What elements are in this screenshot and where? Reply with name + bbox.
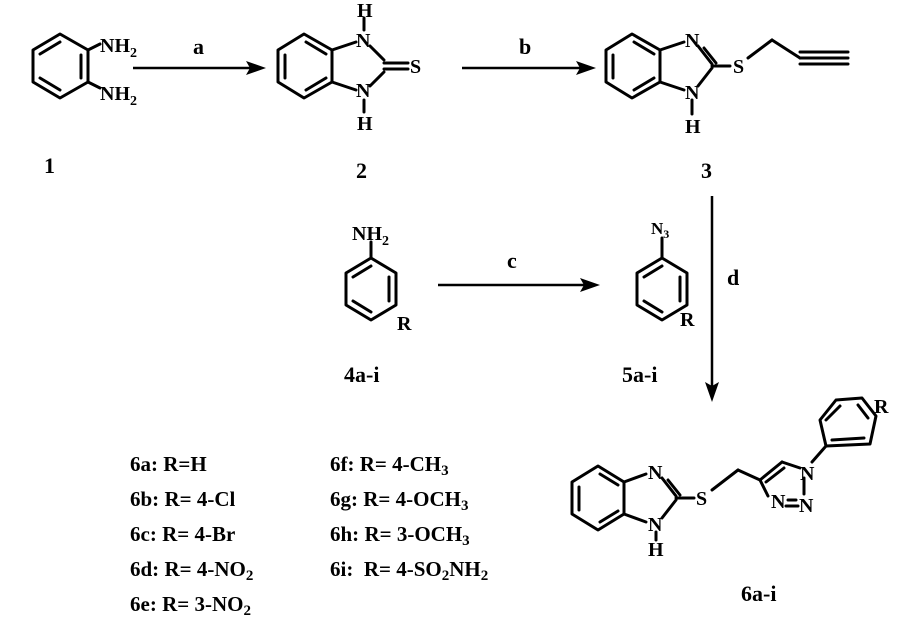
atom-n: N xyxy=(685,82,700,104)
substituent-r: R xyxy=(680,309,695,331)
substituent-r: R xyxy=(397,313,412,335)
arrow-d xyxy=(705,196,719,402)
bond xyxy=(696,66,714,88)
bond xyxy=(658,40,686,52)
double-bond xyxy=(38,40,62,56)
double-bond xyxy=(598,509,620,524)
bond xyxy=(660,476,678,498)
bond xyxy=(696,44,714,66)
imine-double-bond xyxy=(666,478,682,497)
double-bond xyxy=(830,436,866,442)
atom-h: H xyxy=(685,116,701,138)
bond-to-nh2 xyxy=(86,42,102,52)
atom-h: H xyxy=(648,539,664,561)
compound-3-structure: N N H S xyxy=(604,30,850,138)
compound-5-label: 5a-i xyxy=(622,362,657,387)
legend-entry-6e: 6e: R= 3-NO2 xyxy=(130,592,251,619)
double-bond xyxy=(351,264,373,279)
compound-4-label: 4a-i xyxy=(344,362,379,387)
compound-1-structure: NH2 NH2 xyxy=(31,32,137,109)
double-bond xyxy=(632,40,656,56)
atom-n: N xyxy=(648,462,663,484)
atom-n: N xyxy=(685,30,700,52)
atom-n: N xyxy=(800,463,815,485)
amino-group-bottom: NH2 xyxy=(100,83,137,109)
benzene-ring-4 xyxy=(344,256,398,322)
bond xyxy=(622,512,648,524)
atom-n: N xyxy=(356,30,371,52)
bond xyxy=(330,80,358,92)
ch2-triazole-bond xyxy=(736,468,762,482)
compound-3-label: 3 xyxy=(701,158,712,183)
atom-s: S xyxy=(733,56,744,78)
reagent-d-label: d xyxy=(727,265,739,290)
amino-group-top: NH2 xyxy=(100,35,137,61)
substituent-r: R xyxy=(874,396,889,418)
double-bond xyxy=(351,299,373,314)
bond-to-nh2 xyxy=(86,80,102,90)
legend-left-column: 6a: R=H 6b: R= 4-Cl 6c: R= 4-Br 6d: R= 4… xyxy=(130,452,254,619)
compound-2-label: 2 xyxy=(356,158,367,183)
legend-entry-6i: 6i: R= 4-SO2NH2 xyxy=(330,557,489,584)
compound-5-structure: N3 R xyxy=(635,219,695,331)
triazole-bond xyxy=(758,460,784,482)
atom-s: S xyxy=(696,488,707,510)
arrow-b xyxy=(462,61,596,75)
amino-group: NH2 xyxy=(352,223,389,249)
double-bond xyxy=(304,40,328,56)
triazole-double-bond xyxy=(764,466,786,484)
legend-entry-6b: 6b: R= 4-Cl xyxy=(130,487,236,511)
double-bond xyxy=(824,404,842,422)
legend-entry-6d: 6d: R= 4-NO2 xyxy=(130,557,254,584)
s-ch2-bond xyxy=(746,38,774,60)
ch2-c-bond xyxy=(770,38,802,60)
s-ch2-bond xyxy=(710,468,740,492)
double-bond xyxy=(38,76,62,92)
compound-1-label: 1 xyxy=(44,153,55,178)
double-bond xyxy=(598,472,620,487)
benzene-ring-5 xyxy=(635,256,689,322)
compound-2-structure: N N H H S xyxy=(276,0,421,135)
compound-6-structure: N N H S N N N R xyxy=(570,396,889,561)
double-bond xyxy=(642,264,664,279)
legend-entry-6f: 6f: R= 4-CH3 xyxy=(330,452,449,479)
atom-h: H xyxy=(357,113,373,135)
atom-n: N xyxy=(799,495,814,517)
bond xyxy=(330,40,358,52)
aryl-ring-6 xyxy=(818,396,878,448)
triazole-bond xyxy=(758,478,770,498)
double-bond xyxy=(632,76,656,92)
legend-entry-6h: 6h: R= 3-OCH3 xyxy=(330,522,470,549)
legend-entry-6g: 6g: R= 4-OCH3 xyxy=(330,487,469,514)
atom-h: H xyxy=(357,0,373,22)
compound-6-label: 6a-i xyxy=(741,581,776,606)
atom-n: N xyxy=(356,80,371,102)
bond xyxy=(658,80,686,92)
atom-n: N xyxy=(771,491,786,513)
reagent-c-label: c xyxy=(507,248,517,273)
triazole-bond xyxy=(780,460,802,470)
double-bond xyxy=(304,76,328,92)
atom-s: S xyxy=(410,56,421,78)
reagent-b-label: b xyxy=(519,34,531,59)
azide-group: N3 xyxy=(651,219,669,241)
bond xyxy=(368,70,386,88)
double-bond xyxy=(642,299,664,314)
legend-entry-6c: 6c: R= 4-Br xyxy=(130,522,236,546)
reagent-a-label: a xyxy=(193,34,204,59)
arrow-a xyxy=(133,61,266,75)
imine-double-bond xyxy=(702,46,718,65)
arrow-c xyxy=(438,278,600,292)
compound-4-structure: NH2 R xyxy=(344,223,412,335)
double-bond xyxy=(856,403,870,420)
bond xyxy=(622,472,648,484)
atom-n: N xyxy=(648,514,663,536)
bond xyxy=(660,498,678,520)
n-aryl-bond xyxy=(810,444,828,464)
bond xyxy=(368,44,386,62)
legend-entry-6a: 6a: R=H xyxy=(130,452,207,476)
legend-right-column: 6f: R= 4-CH3 6g: R= 4-OCH3 6h: R= 3-OCH3… xyxy=(330,452,489,584)
